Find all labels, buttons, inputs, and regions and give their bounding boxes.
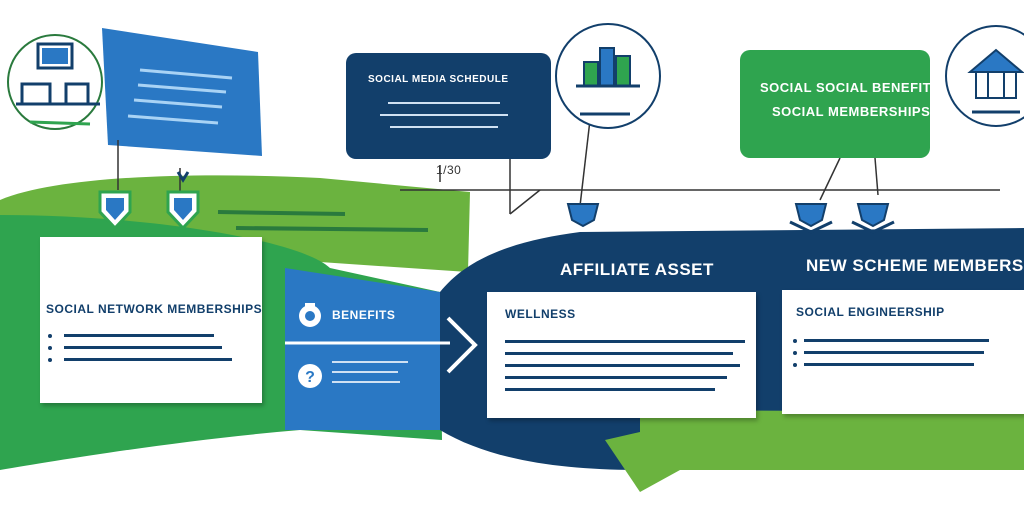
svg-text:?: ? [305, 369, 315, 386]
brain-icon [299, 303, 321, 327]
shield-icon [98, 190, 132, 231]
top-right-box-title-line1: SOCIAL SOCIAL BENEFITS [760, 80, 941, 95]
timeline-marker: 1/30 [436, 163, 462, 177]
wellness-card-title: WELLNESS [505, 307, 576, 321]
lime-arrow [605, 410, 1024, 492]
wellness-card [487, 292, 756, 418]
computer-desk-icon [16, 42, 100, 106]
top-center-box-title: SOCIAL MEDIA SCHEDULE [368, 74, 509, 85]
top-left-blue-box [102, 28, 262, 156]
top-right-box-title-line2: SOCIAL MEMBERSHIPS [772, 104, 931, 119]
right-card-title: SOCIAL ENGINEERSHIP [796, 305, 945, 319]
membership-header: NEW SCHEME MEMBERSHIP [806, 256, 1024, 275]
benefits-label: BENEFITS [332, 308, 396, 322]
building-chart-icon [576, 47, 640, 88]
blue-band [285, 268, 440, 430]
top-center-navy-box [346, 53, 551, 159]
affiliate-header: AFFILIATE ASSET [560, 260, 714, 279]
top-right-green-box [740, 50, 930, 158]
left-card [40, 237, 262, 403]
house-icon [967, 48, 1024, 99]
forward-chevron-icon [446, 316, 478, 374]
question-icon: ? [298, 364, 322, 388]
left-card-title: SOCIAL NETWORK MEMBERSHIPS [46, 302, 263, 316]
